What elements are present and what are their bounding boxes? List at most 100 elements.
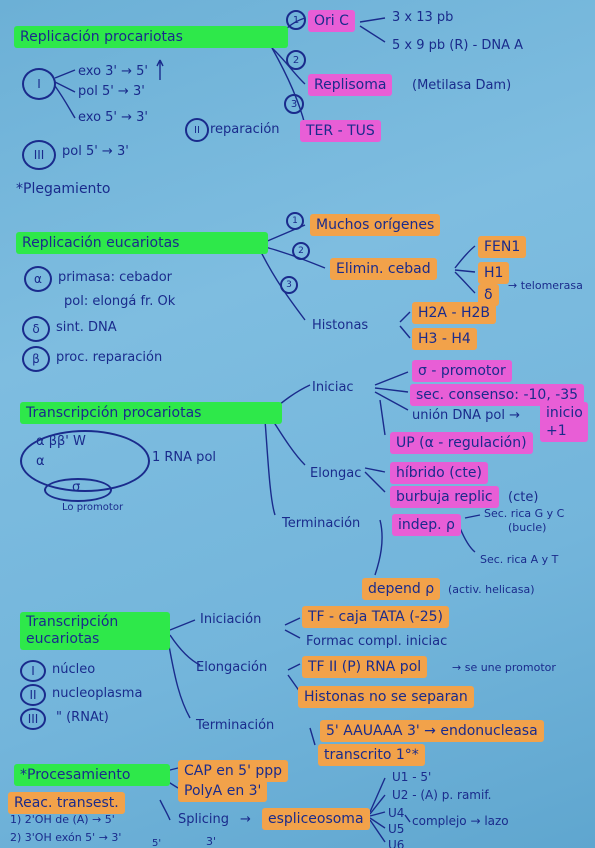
replisoma-note: (Metilasa Dam) — [412, 78, 512, 93]
splice-3prime: 3' — [206, 835, 217, 848]
s4-roman-1: I — [20, 660, 46, 682]
h1-label: H1 — [478, 262, 510, 284]
h3-label: H3 - H4 — [412, 328, 477, 350]
iniciac-text: Iniciac — [312, 380, 354, 395]
section4-title-l2: eucariotas — [26, 631, 100, 647]
elongac-text: Elongac — [310, 466, 362, 481]
oric-b: 5 x 9 pb (R) - DNA A — [392, 38, 524, 53]
s2-num-3: 3 — [280, 276, 298, 294]
indep-note2: (bucle) — [508, 521, 547, 534]
splicing-text: Splicing — [178, 812, 229, 827]
splice-5prime: 5' — [152, 838, 162, 848]
delta-circle: δ — [22, 316, 50, 342]
h2a-label: H2A - H2B — [412, 302, 497, 324]
section5-title: *Procesamiento — [14, 764, 170, 786]
inicio: inicio — [546, 405, 583, 421]
transcrito-label: transcrito 1°* — [318, 744, 425, 766]
roman-II-circle: II — [185, 118, 209, 142]
indep-label: indep. ρ — [392, 514, 461, 536]
union-text: unión DNA pol → — [412, 408, 521, 423]
s4-iniciacion: Iniciación — [200, 612, 262, 627]
proc-text: proc. reparación — [56, 350, 163, 365]
rnapol-text: 1 RNA pol — [152, 450, 217, 465]
pol-alpha-text: pol: elongá fr. Ok — [64, 294, 176, 309]
roman-III: III — [33, 148, 45, 162]
u1-text: U1 - 5' — [392, 770, 432, 784]
sigma-prom-label: σ - promotor — [412, 360, 512, 382]
exo35-text: exo 3' → 5' — [78, 64, 148, 79]
u5-text: U5 — [388, 822, 405, 836]
s4-roman-3: III — [20, 708, 46, 730]
s2-num-2-text: 2 — [298, 246, 304, 256]
sigma-ellipse — [44, 478, 112, 502]
sigma: σ — [72, 480, 81, 495]
histonas-text: Histonas — [312, 318, 369, 333]
depend-note: (activ. helicasa) — [448, 583, 535, 596]
s4-r3: III — [27, 712, 39, 726]
s4-roman-2: II — [20, 684, 46, 706]
s2-num-2: 2 — [292, 242, 310, 260]
section3-title: Transcripción procariotas — [20, 402, 282, 424]
formac-text: Formac compl. iniciac — [306, 634, 448, 649]
alpha: α — [34, 272, 42, 286]
pol53b-text: pol 5' → 3' — [62, 144, 129, 159]
telomerasa-text: → telomerasa — [508, 279, 583, 292]
section4-title: Transcripción eucariotas — [20, 612, 170, 650]
pol53-text: pol 5' → 3' — [78, 84, 145, 99]
oric-a: 3 x 13 pb — [392, 10, 454, 25]
num-1-circle: 1 — [286, 10, 306, 30]
burbuja-cte: (cte) — [508, 490, 539, 505]
burbuja-label: burbuja replic — [390, 486, 499, 508]
terminacion-text: Terminación — [282, 516, 361, 531]
s4-r1: I — [31, 664, 35, 678]
s4-r3-text: " (RNAt) — [56, 710, 109, 725]
roman-I-circle: I — [22, 68, 56, 100]
telomerasa: telomerasa — [520, 279, 583, 292]
hibrido-label: híbrido (cte) — [390, 462, 488, 484]
tf2-label: TF II (P) RNA pol — [302, 656, 428, 678]
alpha-circle: α — [24, 266, 52, 292]
reac-step-1: 1) 2'OH de (A) → 5' — [10, 813, 115, 826]
sec-cons-label: sec. consenso: -10, -35 — [410, 384, 585, 406]
plegamiento-text: *Plegamiento — [16, 181, 111, 197]
fen1-label: FEN1 — [478, 236, 527, 258]
depend-label: depend ρ — [362, 578, 441, 600]
num-2: 2 — [292, 54, 300, 66]
s2-num-1: 1 — [286, 212, 304, 230]
s4-terminacion: Terminación — [196, 718, 275, 733]
sint-text: sint. DNA — [56, 320, 117, 335]
u6-text: U6 — [388, 838, 405, 848]
delta2-label: δ — [478, 284, 499, 306]
elimin-label: Elimin. cebad — [330, 258, 437, 280]
beta: β — [32, 352, 40, 366]
s2-num-1-text: 1 — [292, 216, 298, 226]
roman-III-circle: III — [22, 140, 56, 170]
reac-step-2: 2) 3'OH exón 5' → 3' — [10, 831, 122, 844]
s4-histonas-label: Histonas no se separan — [298, 686, 474, 708]
num-1: 1 — [292, 14, 300, 26]
s4-r1-text: núcleo — [52, 662, 96, 677]
s2-num-3-text: 3 — [286, 280, 292, 290]
indep-note3: Sec. rica A y T — [480, 553, 559, 566]
plus1: +1 — [546, 423, 567, 439]
arrow-spliceosoma: → — [240, 812, 251, 827]
inicio-label: inicio +1 — [540, 402, 588, 442]
section4-title-l1: Transcripción — [26, 614, 119, 630]
tf2-note: → se une promotor — [452, 661, 556, 674]
roman-II: II — [194, 124, 200, 136]
section1-title: Replicación procariotas — [14, 26, 288, 48]
s4-elongacion: Elongación — [196, 660, 268, 675]
num-3: 3 — [290, 98, 298, 110]
primasa-text: primasa: cebador — [58, 270, 173, 285]
roman-I: I — [37, 77, 41, 91]
spliceosoma-label: espliceosoma — [262, 808, 370, 830]
complejo-text: complejo → lazo — [412, 814, 509, 828]
reac-label: Reac. transest. — [8, 792, 125, 814]
u4-text: U4 — [388, 806, 405, 820]
alpha-1: α ββ' W — [36, 434, 86, 449]
s4-r2-text: nucleoplasma — [52, 686, 143, 701]
indep-note1: Sec. rica G y C — [484, 507, 565, 520]
num-2-circle: 2 — [286, 50, 306, 70]
section2-title: Replicación eucariotas — [16, 232, 268, 254]
